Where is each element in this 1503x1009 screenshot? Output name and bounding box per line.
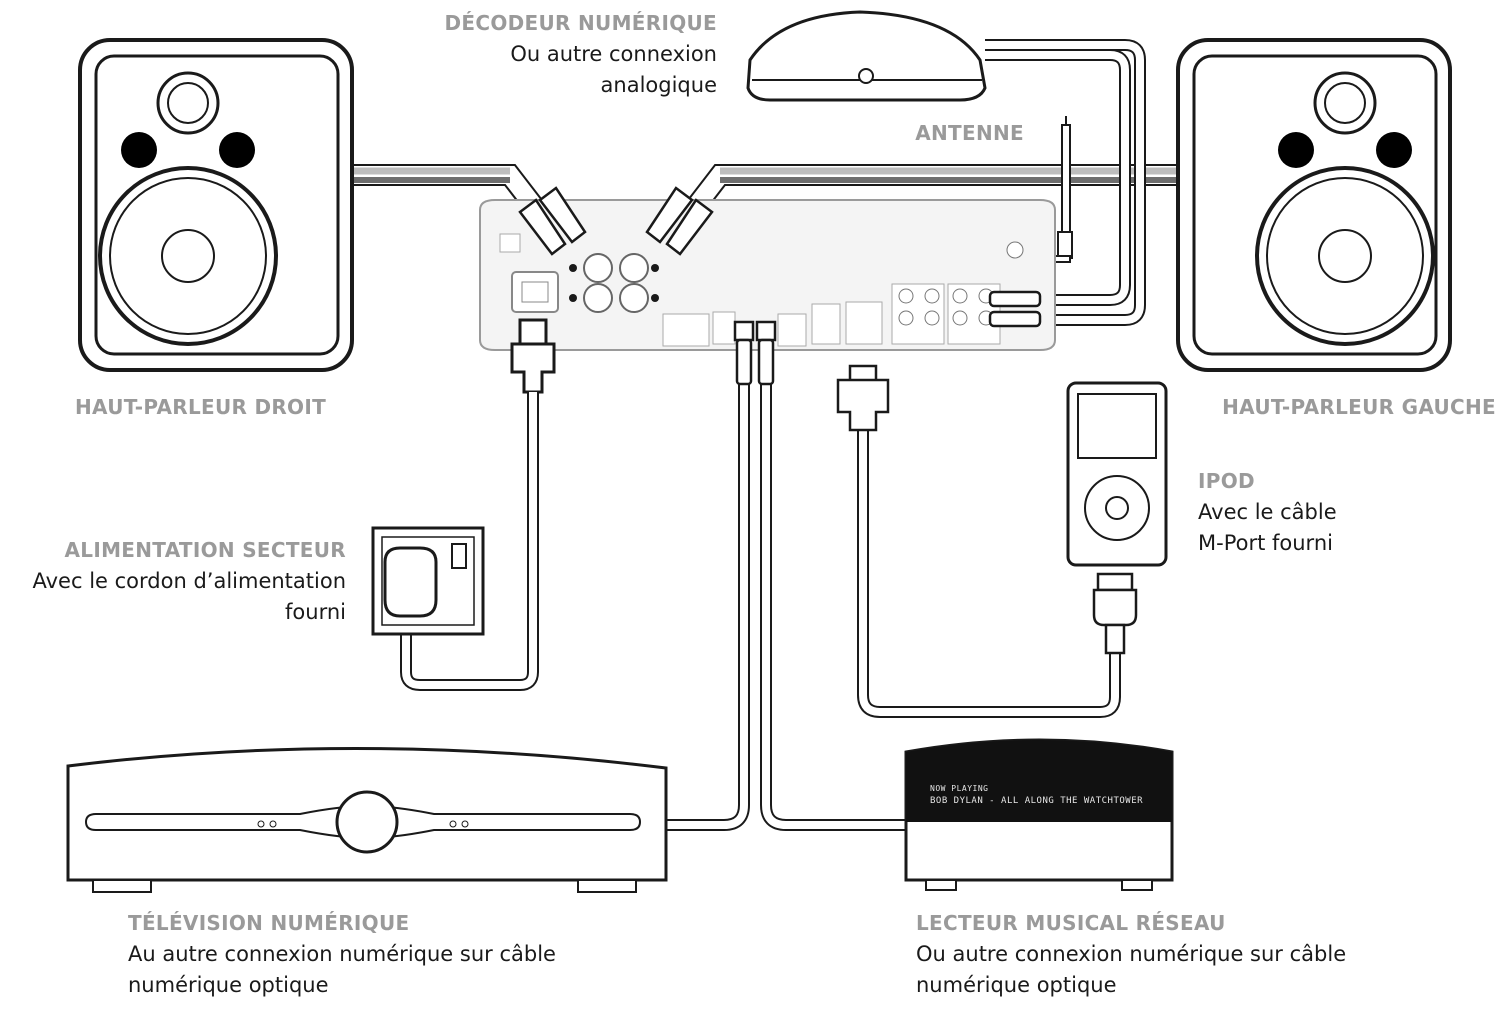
ipod-line2: M-Port fourni (1198, 531, 1333, 555)
ipod-title: IPOD (1198, 469, 1255, 493)
m-port-cable (836, 364, 1138, 718)
mains-line1: Avec le cordon d’alimentation (32, 569, 346, 593)
optical-cables (665, 380, 905, 831)
player-display-line2: BOB DYLAN - ALL ALONG THE WATCHTOWER (930, 796, 1144, 806)
power-cable (400, 318, 556, 691)
network-player-title: LECTEUR MUSICAL RÉSEAU (916, 911, 1226, 935)
right-speaker (78, 38, 354, 372)
antenna-title: ANTENNE (915, 121, 1024, 145)
tv-line2: numérique optique (128, 973, 329, 997)
speaker-right-label: HAUT-PARLEUR DROIT (75, 392, 326, 423)
tv-line1: Au autre connexion numérique sur câble (128, 942, 556, 966)
mains-socket (371, 526, 485, 636)
network-player-line1: Ou autre connexion numérique sur câble (916, 942, 1347, 966)
rca-plugs (988, 290, 1042, 328)
mains-line2: fourni (285, 600, 346, 624)
speaker-left-title: HAUT-PARLEUR GAUCHE (1222, 395, 1496, 419)
left-speaker (1176, 38, 1452, 372)
antenna-label: ANTENNE (915, 118, 1024, 149)
tv-label: TÉLÉVISION NUMÉRIQUE Au autre connexion … (128, 908, 556, 1001)
tv-title: TÉLÉVISION NUMÉRIQUE (128, 911, 410, 935)
digital-tv-box (66, 746, 668, 893)
digital-decoder (746, 10, 987, 102)
ipod-line1: Avec le câble (1198, 500, 1337, 524)
ipod (1066, 381, 1168, 567)
decoder-line2: analogique (600, 73, 717, 97)
ipod-label: IPOD Avec le câble M-Port fourni (1198, 466, 1337, 559)
speaker-plugs (518, 186, 714, 256)
decoder-label: DÉCODEUR NUMÉRIQUE Ou autre connexion an… (445, 8, 718, 101)
network-music-player (904, 738, 1174, 891)
player-display-line1: NOW PLAYING (930, 784, 989, 793)
mains-title: ALIMENTATION SECTEUR (64, 538, 346, 562)
decoder-cables (985, 39, 1146, 326)
mains-label: ALIMENTATION SECTEUR Avec le cordon d’al… (32, 535, 346, 628)
amplifier-back-panel (479, 199, 1056, 351)
decoder-line1: Ou autre connexion (510, 42, 717, 66)
speaker-left-label: HAUT-PARLEUR GAUCHE (1222, 392, 1496, 423)
optical-plugs (733, 320, 777, 386)
network-player-line2: numérique optique (916, 973, 1117, 997)
speaker-right-title: HAUT-PARLEUR DROIT (75, 395, 327, 419)
network-player-label: LECTEUR MUSICAL RÉSEAU Ou autre connexio… (916, 908, 1346, 1001)
decoder-title: DÉCODEUR NUMÉRIQUE (444, 11, 717, 35)
